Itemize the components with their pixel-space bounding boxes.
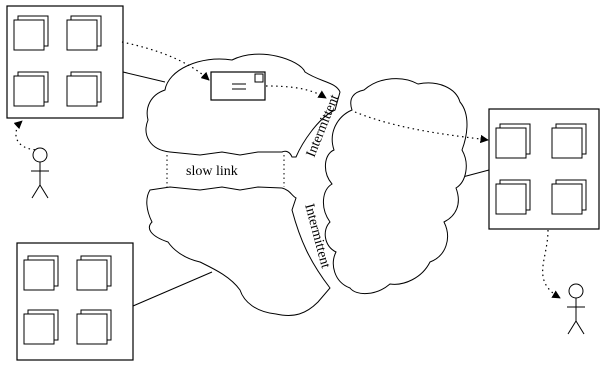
- network-cloud-upper: [145, 53, 341, 158]
- host-machine-icon: [551, 123, 587, 159]
- host-machine-icon: [13, 71, 49, 107]
- host-machine-icon: [66, 71, 102, 107]
- host-machine-icon: [495, 123, 531, 159]
- slow-link-label: slow link: [186, 164, 238, 179]
- message-envelope-icon: [210, 71, 266, 101]
- network-cloud-lower: [146, 186, 331, 316]
- network-cloud-right: [323, 78, 468, 294]
- message-path: [13, 41, 561, 299]
- host-machine-icon: [23, 255, 59, 291]
- host-machine-icon: [495, 179, 531, 215]
- host-machine-top-left: [6, 5, 124, 119]
- host-machine-icon: [66, 15, 102, 51]
- host-machine-icon: [23, 309, 59, 345]
- host-machine-icon: [551, 179, 587, 215]
- slow-link-dots: [166, 155, 285, 187]
- host-machine-bottom-left: [16, 242, 134, 361]
- host-machine-right: [488, 108, 600, 230]
- host-machine-icon: [76, 255, 112, 291]
- host-machine-icon: [13, 15, 49, 51]
- host-machine-icon: [76, 309, 112, 345]
- person-icon: [566, 283, 586, 335]
- person-icon: [30, 147, 50, 199]
